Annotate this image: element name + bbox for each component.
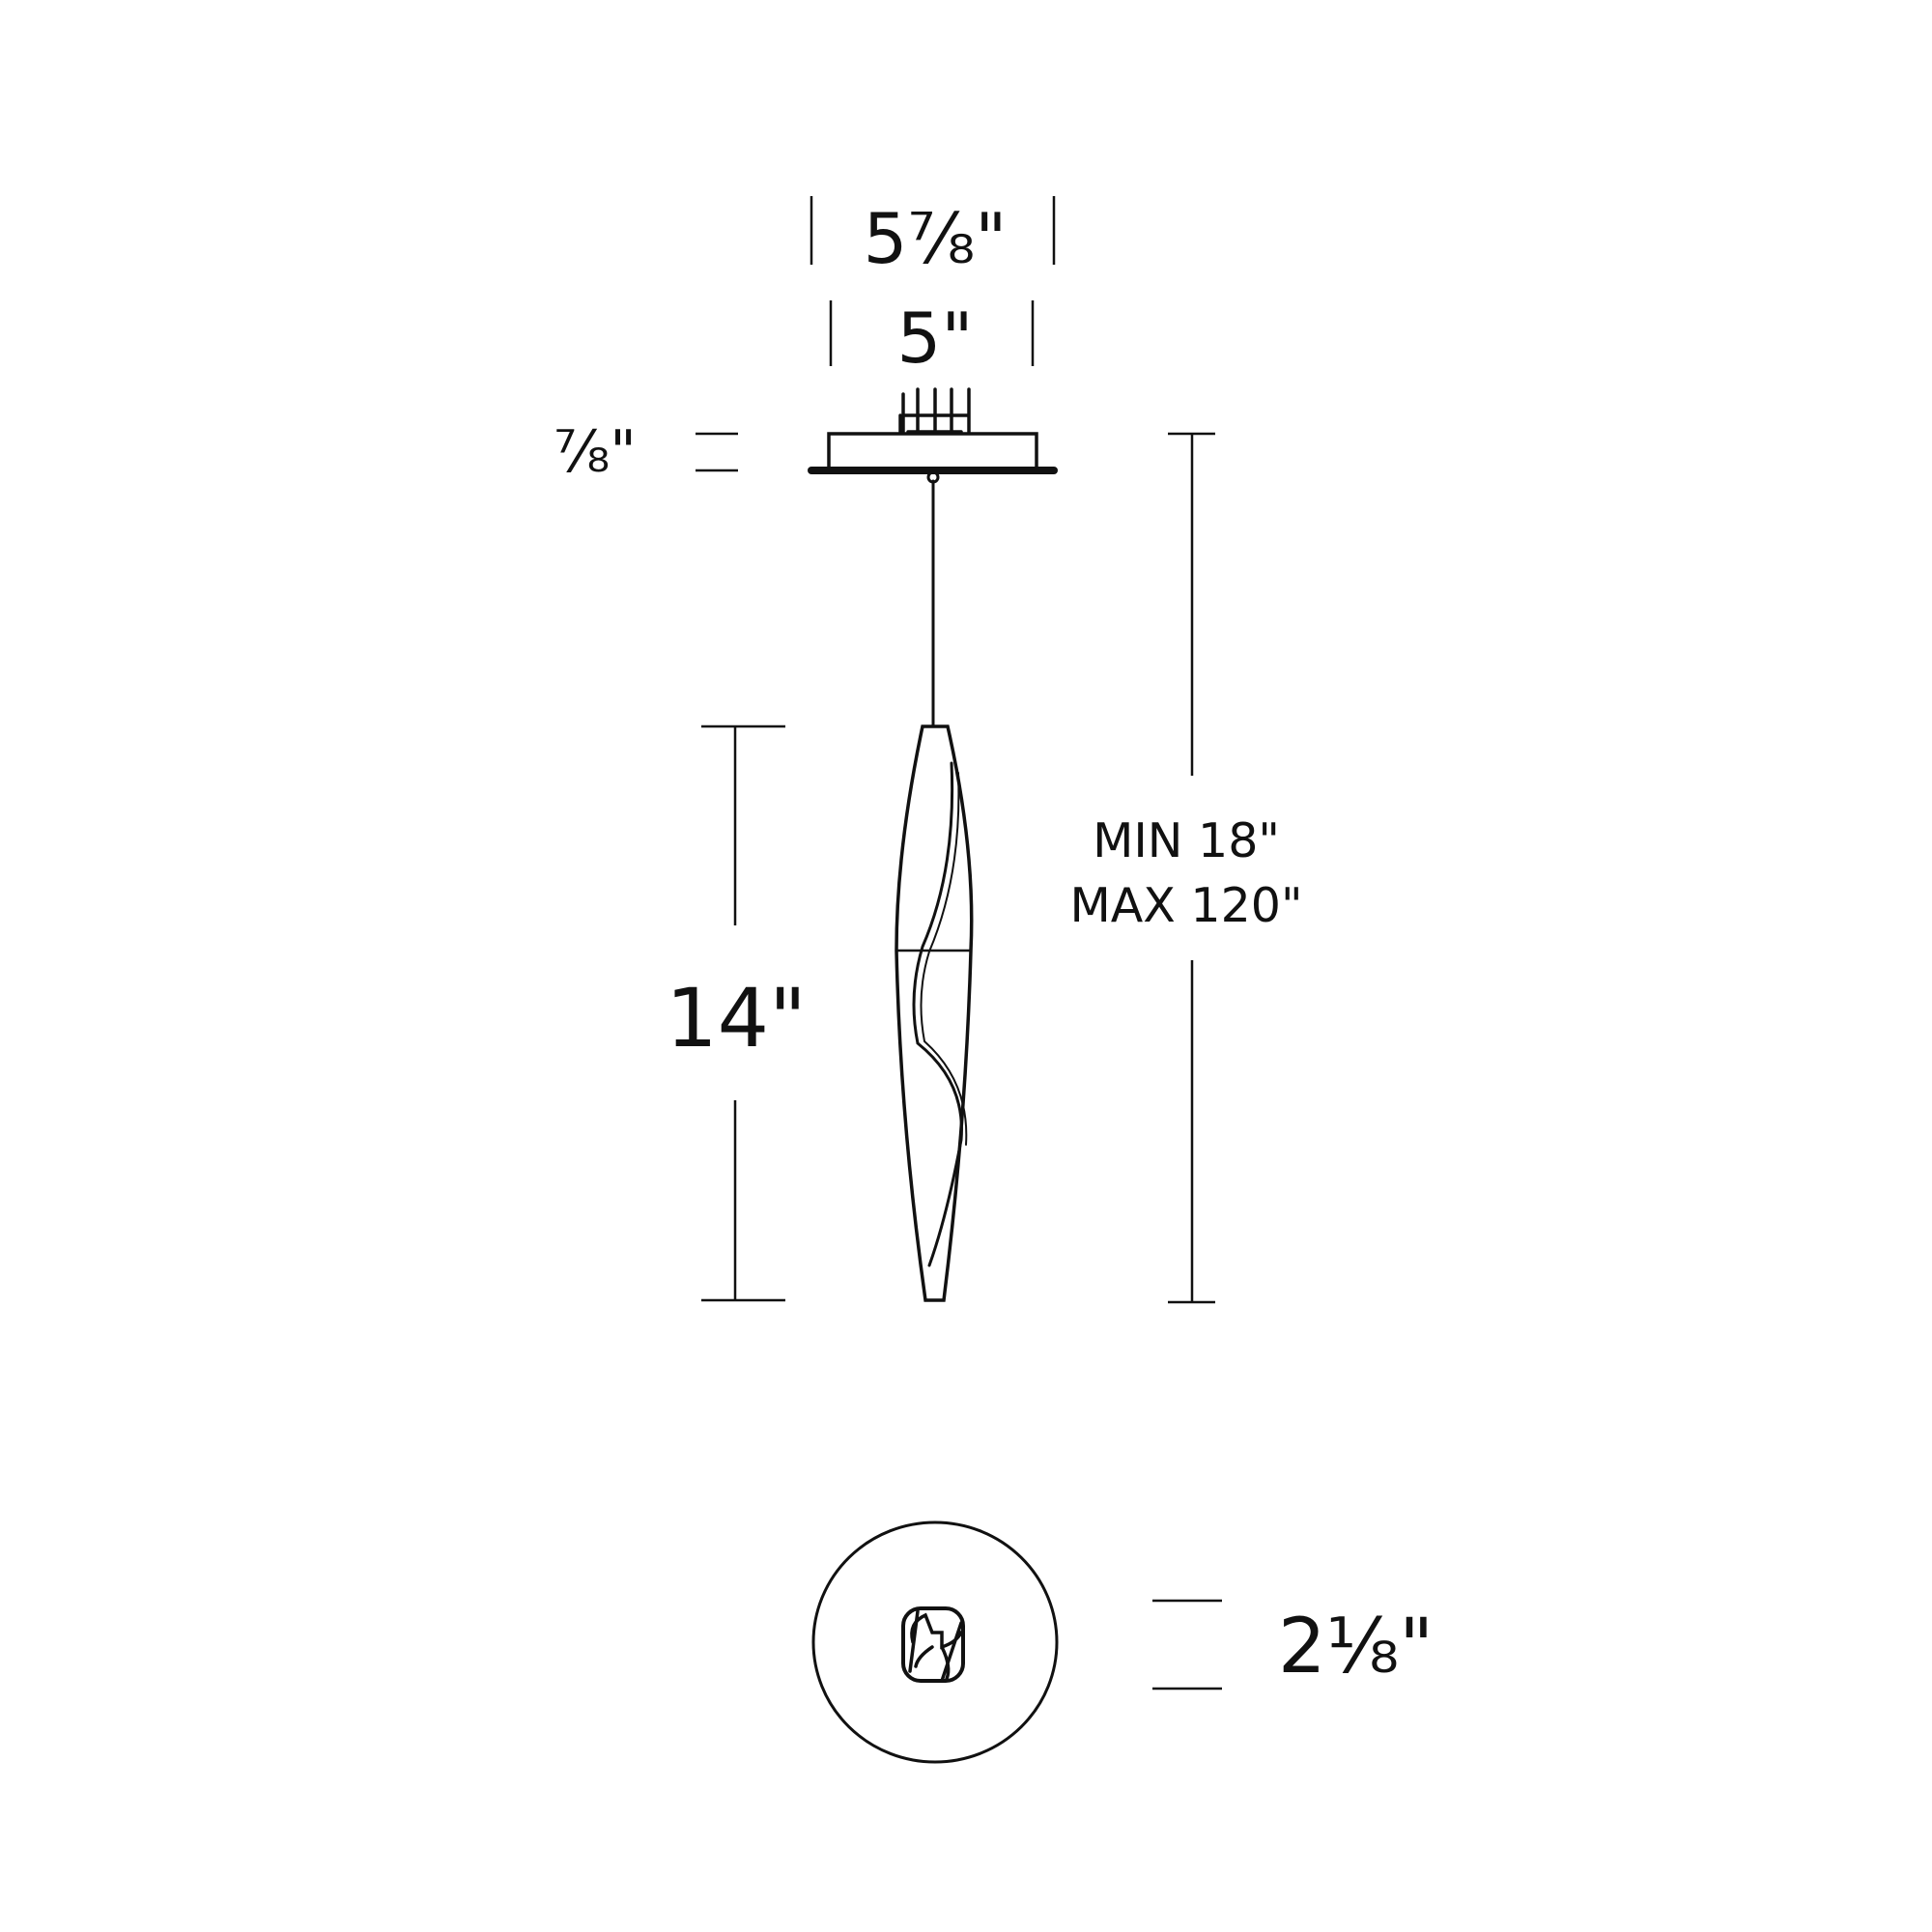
- canopy-outer-width-dimension: 5⅞": [810, 196, 1056, 279]
- canopy-inner-width-dimension: 5": [829, 298, 1035, 379]
- canopy-outer-width-label: 5⅞": [864, 198, 1008, 279]
- overall-height-dimension: MIN 18" MAX 120": [1069, 432, 1303, 1304]
- overall-max-label: MAX 120": [1069, 878, 1302, 933]
- pendant-height-dimension: 14": [666, 724, 807, 1302]
- pendant-diameter-label: 2⅛": [1278, 1604, 1434, 1690]
- pendant-diameter-dimension: 2⅛": [1152, 1599, 1434, 1690]
- bottom-view: [811, 1520, 1059, 1764]
- pendant-shade: [895, 724, 974, 1302]
- canopy-height-dimension: ⅞": [554, 418, 738, 486]
- pendant-height-label: 14": [666, 971, 807, 1065]
- canopy-inner-width-label: 5": [897, 298, 974, 379]
- overall-min-label: MIN 18": [1093, 813, 1280, 868]
- canopy: [808, 387, 1058, 484]
- canopy-height-label: ⅞": [554, 418, 637, 486]
